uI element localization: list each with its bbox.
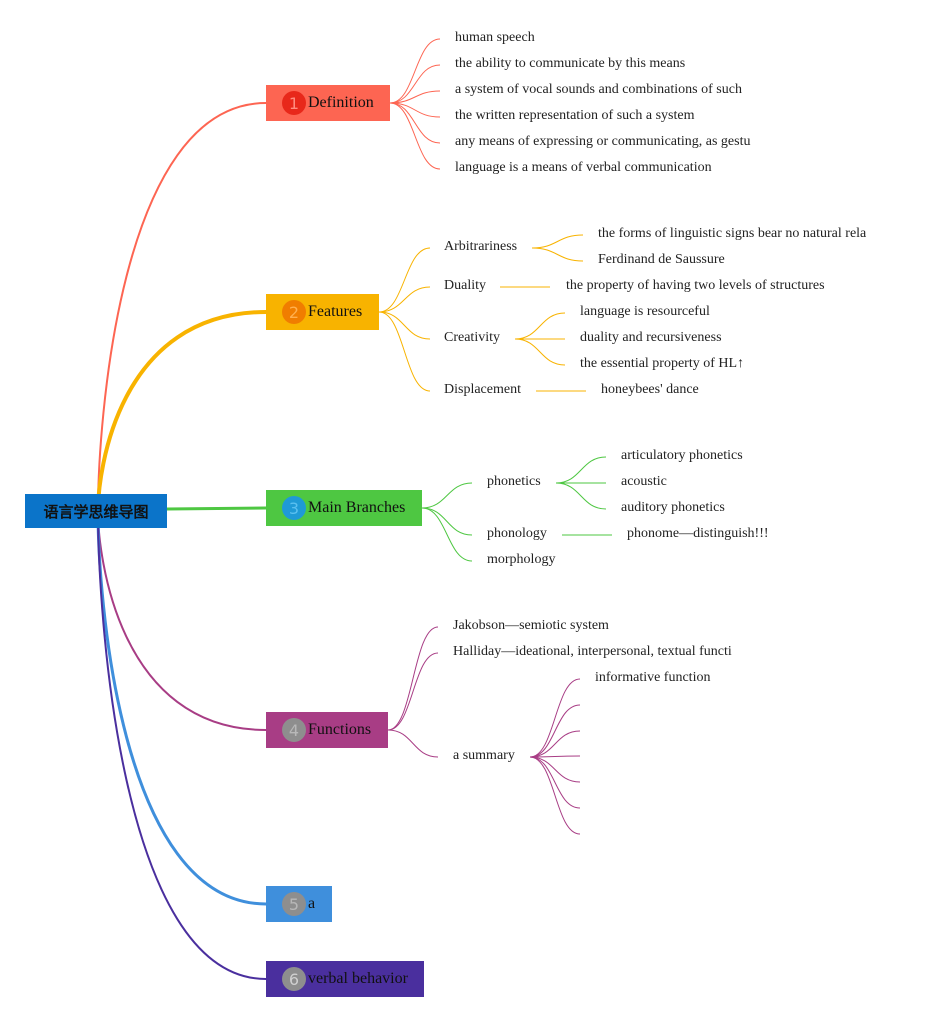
branch-item[interactable]: phonetics [487, 474, 541, 489]
branch-connector [389, 102, 441, 144]
branch-connector [387, 626, 439, 731]
leaf-item[interactable]: auditory phonetics [621, 500, 725, 515]
leaf-connector [514, 338, 566, 366]
topic-label: Features [308, 303, 363, 320]
branch-item[interactable]: Displacement [444, 382, 521, 397]
branch-item[interactable]: a summary [453, 748, 515, 763]
leaf-item[interactable]: the forms of linguistic signs bear no na… [598, 226, 867, 241]
leaf-connector [555, 456, 607, 484]
leaf-item[interactable]: Ferdinand de Saussure [598, 252, 725, 267]
leaf-item[interactable]: duality and recursiveness [580, 330, 722, 345]
leaf-connector [529, 756, 581, 809]
leaf-item[interactable]: articulatory phonetics [621, 448, 743, 463]
branch-connector [421, 507, 473, 562]
branch-connector [389, 38, 441, 104]
leaf-item[interactable]: informative function [595, 670, 711, 685]
branch-item[interactable]: Halliday—ideational, interpersonal, text… [453, 644, 732, 659]
leaf-item[interactable]: the essential property of HL↑ [580, 356, 745, 371]
number-badge-icon: 3 [282, 496, 306, 520]
leaf-item[interactable]: acoustic [621, 474, 667, 489]
branch-item[interactable]: Jakobson—semiotic system [453, 618, 609, 633]
leaf-connector [529, 756, 581, 835]
branch-item[interactable]: a system of vocal sounds and combination… [455, 82, 742, 97]
root-connector [166, 506, 267, 511]
branch-connector [389, 64, 441, 104]
branch-item[interactable]: language is a means of verbal communicat… [455, 160, 712, 175]
leaf-item[interactable]: honeybees' dance [601, 382, 699, 397]
leaf-connector [531, 234, 584, 249]
root-connector [97, 510, 267, 980]
branch-item[interactable]: the ability to communicate by this means [455, 56, 686, 71]
topic-label: Definition [308, 94, 374, 111]
leaf-connector [529, 730, 581, 758]
branch-connector [378, 247, 431, 313]
number-badge-icon: 5 [282, 892, 306, 916]
branch-item[interactable]: Duality [444, 278, 486, 293]
leaf-item[interactable]: phonome—distinguish!!! [627, 526, 769, 541]
branch-connector [389, 102, 441, 170]
branch-item[interactable]: morphology [487, 552, 556, 567]
leaf-connector [529, 678, 581, 758]
topic-label: verbal behavior [308, 970, 408, 987]
branch-item[interactable]: human speech [455, 30, 535, 45]
root-connector [96, 510, 267, 906]
topic-label: Functions [308, 721, 372, 738]
branch-item[interactable]: Creativity [444, 330, 500, 345]
leaf-connector [529, 756, 581, 783]
leaf-connector [555, 482, 607, 510]
number-badge-icon: 1 [282, 91, 306, 115]
root-connector [96, 310, 267, 512]
topic-label: a [308, 895, 316, 912]
branch-item[interactable]: the written representation of such a sys… [455, 108, 695, 123]
branch-connector [378, 311, 431, 392]
leaf-item[interactable]: language is resourceful [580, 304, 710, 319]
branch-connector [387, 729, 439, 758]
number-badge-icon: 4 [282, 718, 306, 742]
branch-connector [389, 90, 441, 104]
leaf-connector [529, 704, 581, 758]
branch-item[interactable]: Arbitrariness [444, 239, 518, 254]
root-connector [97, 510, 267, 731]
number-badge-icon: 6 [282, 967, 306, 991]
root-node[interactable]: 语言学思维导图 [25, 494, 167, 528]
branch-item[interactable]: any means of expressing or communicating… [455, 134, 751, 149]
branch-connector [378, 286, 431, 313]
leaf-item[interactable]: the property of having two levels of str… [566, 278, 825, 293]
topic-label: Main Branches [308, 499, 406, 516]
number-badge-icon: 2 [282, 300, 306, 324]
leaf-connector [514, 312, 566, 340]
leaf-connector [531, 247, 584, 262]
branch-connector [421, 507, 473, 536]
root-connector [97, 102, 267, 512]
branch-connector [421, 482, 473, 509]
branch-connector [378, 311, 431, 340]
branch-item[interactable]: phonology [487, 526, 547, 541]
branch-connector [387, 652, 439, 731]
